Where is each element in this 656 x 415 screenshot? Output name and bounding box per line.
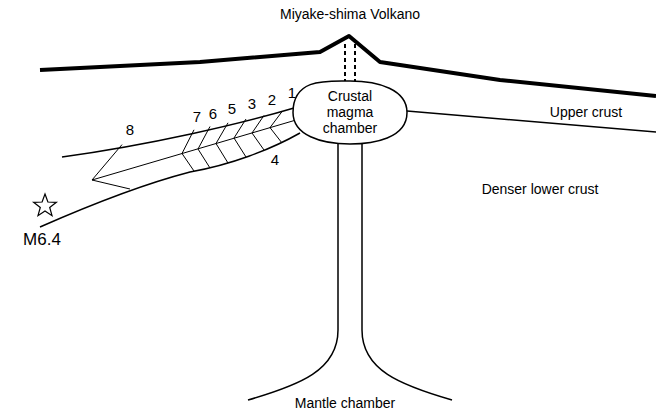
region-label: Miyake-shima Volkano — [279, 7, 421, 22]
dike-top — [62, 108, 294, 157]
mantle-conduit — [248, 139, 452, 400]
region-label: Denser lower crust — [481, 182, 600, 197]
dike-segments — [92, 112, 282, 189]
region-label: Mantle chamber — [294, 396, 396, 411]
chamber-label: Crustal magma chamber — [303, 88, 397, 136]
conduit — [345, 44, 355, 85]
region-label: M6.4 — [22, 231, 62, 250]
callout-number: 3 — [247, 96, 257, 113]
callout-number: 7 — [192, 109, 202, 126]
region-label: Upper crust — [549, 105, 623, 120]
callout-number: 5 — [227, 101, 237, 118]
callout-number: 6 — [208, 106, 218, 123]
magma-chamber: Crustal magma chamber — [292, 80, 408, 145]
epicenter-star — [34, 194, 57, 216]
callout-number: 2 — [267, 92, 277, 109]
callout-number: 4 — [270, 152, 280, 169]
dike-bottom — [40, 133, 300, 227]
callout-number: 8 — [125, 122, 135, 139]
